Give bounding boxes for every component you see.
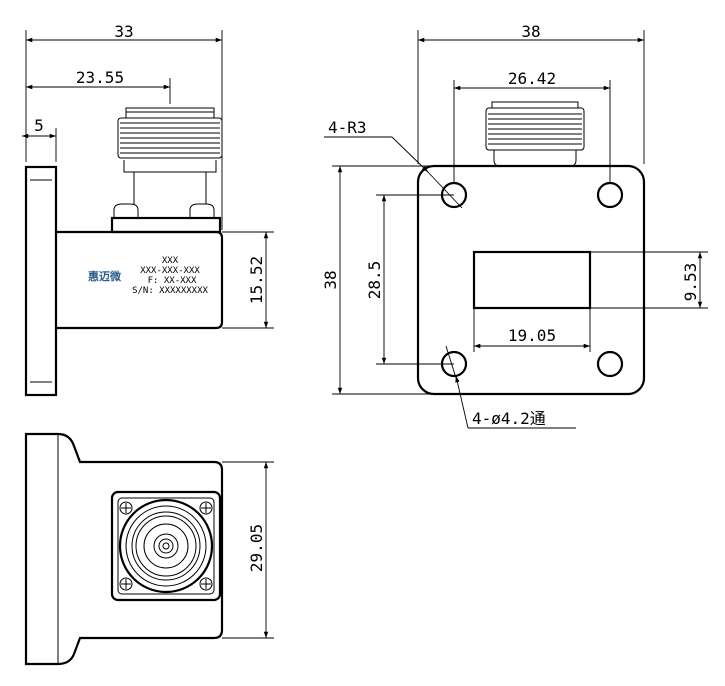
label-line-2: XXX-XXX-XXX (140, 266, 200, 276)
callout-holes: 4-ø4.2通 (472, 409, 546, 428)
front-connector-thread (485, 107, 585, 151)
callout-corner-radius: 4-R3 (328, 118, 367, 137)
dim-waveguide-height: 15.52 (247, 256, 266, 304)
waveguide-aperture (472, 250, 592, 310)
dim-flange-height: 38 (321, 270, 340, 289)
dim-hole-spacing-x: 26.42 (508, 69, 556, 88)
mount-hole-tr (596, 181, 624, 209)
dim-flange-width: 38 (521, 22, 540, 41)
bottom-housing (24, 432, 224, 666)
side-waveguide-body (56, 230, 224, 330)
label-line-3: F: XX-XXX (148, 276, 197, 286)
mount-hole-br (596, 350, 624, 378)
bottom-view: 29.05 (24, 432, 274, 666)
front-flange (416, 164, 646, 396)
side-view: XXX XXX-XXX-XXX F: XX-XXX S/N: XXXXXXXXX… (22, 22, 274, 397)
label-line-1: XXX (162, 256, 179, 266)
dim-hole-spacing-y: 28.5 (365, 261, 384, 300)
side-connector-base (110, 216, 222, 234)
side-flange (24, 165, 58, 397)
dim-connector-offset: 23.55 (76, 68, 124, 87)
dim-total-width: 33 (114, 22, 133, 41)
bottom-connector-flange (110, 490, 222, 602)
label-line-4: S/N: XXXXXXXXX (132, 286, 208, 296)
dim-aperture-height: 9.53 (681, 263, 700, 302)
brand-logo: 惠迈微 (88, 269, 122, 283)
front-view: 38 26.42 38 28.5 9.53 19.05 4-R3 (321, 22, 708, 429)
dim-bottom-height: 29.05 (247, 524, 266, 572)
dim-aperture-width: 19.05 (508, 326, 556, 345)
bottom-screws (119, 501, 213, 591)
dim-flange-thickness: 5 (34, 116, 44, 135)
